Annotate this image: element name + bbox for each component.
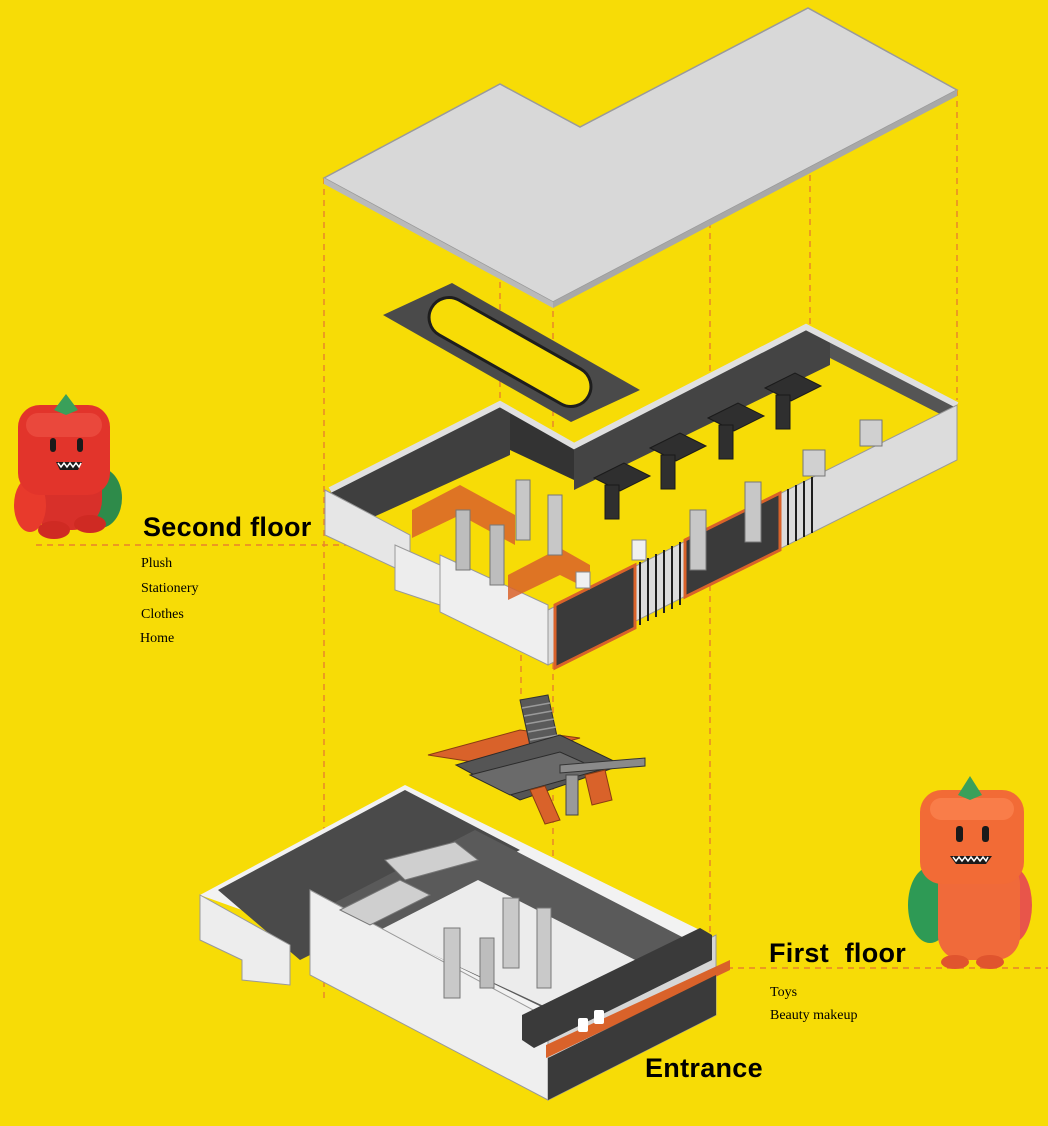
second-floor-title: Second floor: [143, 512, 312, 542]
second-floor-item-stationery: Stationery: [141, 581, 199, 596]
first-floor-item-toys: Toys: [770, 985, 798, 1000]
second-floor-item-clothes: Clothes: [141, 607, 184, 622]
orange-tomato-mascot-icon: [908, 776, 1032, 969]
red-tomato-mascot-icon: [14, 394, 122, 539]
second-floor-model: [324, 323, 959, 671]
first-floor-item-beauty-makeup: Beauty makeup: [770, 1008, 858, 1023]
atrium-void-plate: [383, 283, 640, 422]
second-floor-item-home: Home: [140, 631, 175, 646]
first-floor-model: [199, 785, 730, 1101]
second-floor-item-plush: Plush: [141, 556, 173, 571]
entrance-label: Entrance: [645, 1053, 763, 1083]
first-floor-title: First floor: [769, 938, 907, 968]
roof-slab: [322, 7, 959, 308]
staircase-model: [427, 694, 646, 825]
